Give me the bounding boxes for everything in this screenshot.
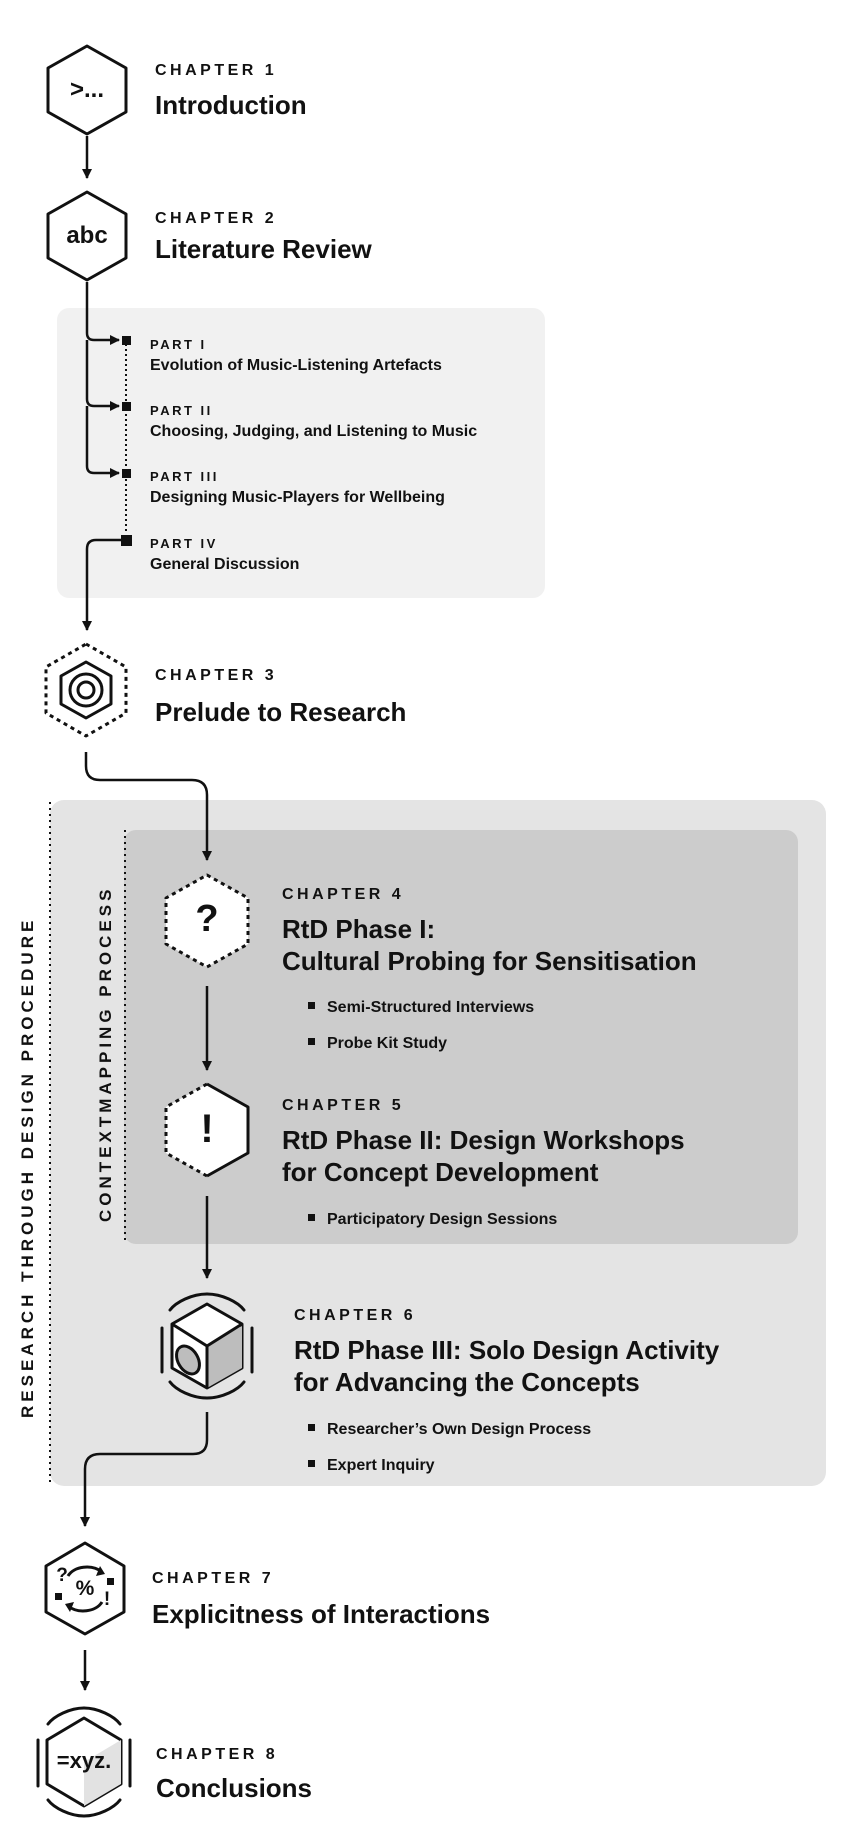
chapter-8-kicker: CHAPTER 8: [156, 1746, 279, 1763]
part-1-kicker: PART I: [150, 337, 207, 352]
arrow-ch3-ch4: [84, 752, 212, 861]
chapter-5-hexagon: [164, 1082, 250, 1178]
chapter-6-title-line2: for Advancing the Concepts: [294, 1367, 640, 1397]
part-1-node: [122, 336, 131, 345]
chapter-1-hexagon: [46, 44, 128, 136]
part-1-title: Evolution of Music-Listening Artefacts: [150, 357, 442, 374]
cube-icon: [160, 1292, 254, 1400]
part-3-title: Designing Music-Players for Wellbeing: [150, 489, 445, 506]
chapter-4-kicker: CHAPTER 4: [282, 886, 405, 903]
chapter-3-title: Prelude to Research: [155, 697, 407, 727]
chapter-8-title: Conclusions: [156, 1773, 313, 1803]
arrow-ch6-ch7: [80, 1412, 209, 1527]
part-4-kicker: PART IV: [150, 536, 218, 551]
chapter-6-bullet-2: Expert Inquiry: [308, 1457, 435, 1475]
chapter-7-kicker: CHAPTER 7: [152, 1570, 275, 1587]
chapter-4-bullet-1: Semi-Structured Interviews: [308, 999, 534, 1017]
literature-parts-panel: [57, 308, 545, 598]
chapter-3-kicker: CHAPTER 3: [155, 667, 278, 684]
chapter-2-kicker: CHAPTER 2: [155, 210, 278, 227]
chapter-4-hexagon: [164, 873, 250, 969]
target-icon: [44, 642, 128, 738]
chapter-7-title: Explicitness of Interactions: [152, 1599, 491, 1629]
prompt-icon: >...: [69, 76, 105, 103]
chapter-1-kicker: CHAPTER 1: [155, 62, 278, 79]
cycle-question-glyph: ?: [56, 1565, 68, 1586]
branch-to-part-2: [85, 340, 120, 411]
question-icon: ?: [195, 898, 219, 940]
chapter-4-title-line1: RtD Phase I:: [282, 914, 436, 944]
chapter-4-title-line2: Cultural Probing for Sensitisation: [282, 946, 697, 976]
chapter-5-bullet-1: Participatory Design Sessions: [308, 1211, 557, 1229]
xyz-icon: [36, 1706, 132, 1818]
chapter-2-hexagon: [46, 190, 128, 282]
arrow-part4-ch3: [82, 538, 121, 631]
part-3-node: [122, 469, 131, 478]
cycle-icon: [44, 1541, 126, 1636]
contextmapping-label: CONTEXTMAPPING PROCESS: [96, 885, 115, 1222]
rtd-procedure-label: RESEARCH THROUGH DESIGN PROCEDURE: [18, 916, 37, 1418]
chapter-6-kicker: CHAPTER 6: [294, 1307, 417, 1324]
chapter-5-kicker: CHAPTER 5: [282, 1097, 405, 1114]
chapter-1-title: Introduction: [155, 90, 307, 120]
cycle-percent-glyph: %: [75, 1577, 95, 1600]
part-3-kicker: PART III: [150, 469, 219, 484]
chapter-5-title-line1: RtD Phase II: Design Workshops: [282, 1125, 685, 1155]
chapter-5-title-line2: for Concept Development: [282, 1157, 599, 1187]
chapter-2-title: Literature Review: [155, 234, 372, 264]
chapter-4-bullet-2: Probe Kit Study: [308, 1035, 447, 1053]
cycle-exclamation-glyph: !: [103, 1589, 111, 1610]
branch-to-part-3: [85, 406, 120, 478]
part-4-title: General Discussion: [150, 556, 300, 573]
exclamation-icon: !: [200, 1107, 214, 1151]
xyz-glyph: =xyz.: [56, 1748, 112, 1773]
chapter-6-title-line1: RtD Phase III: Solo Design Activity: [294, 1335, 720, 1365]
part-2-node: [122, 402, 131, 411]
branch-to-part-1: [85, 282, 120, 345]
abc-icon: abc: [66, 222, 108, 249]
part-2-kicker: PART II: [150, 403, 213, 418]
part-2-title: Choosing, Judging, and Listening to Musi…: [150, 423, 478, 440]
contextmapping-panel: [124, 830, 798, 1244]
part-4-node: [121, 535, 132, 546]
chapter-6-bullet-1: Researcher’s Own Design Process: [308, 1421, 591, 1439]
